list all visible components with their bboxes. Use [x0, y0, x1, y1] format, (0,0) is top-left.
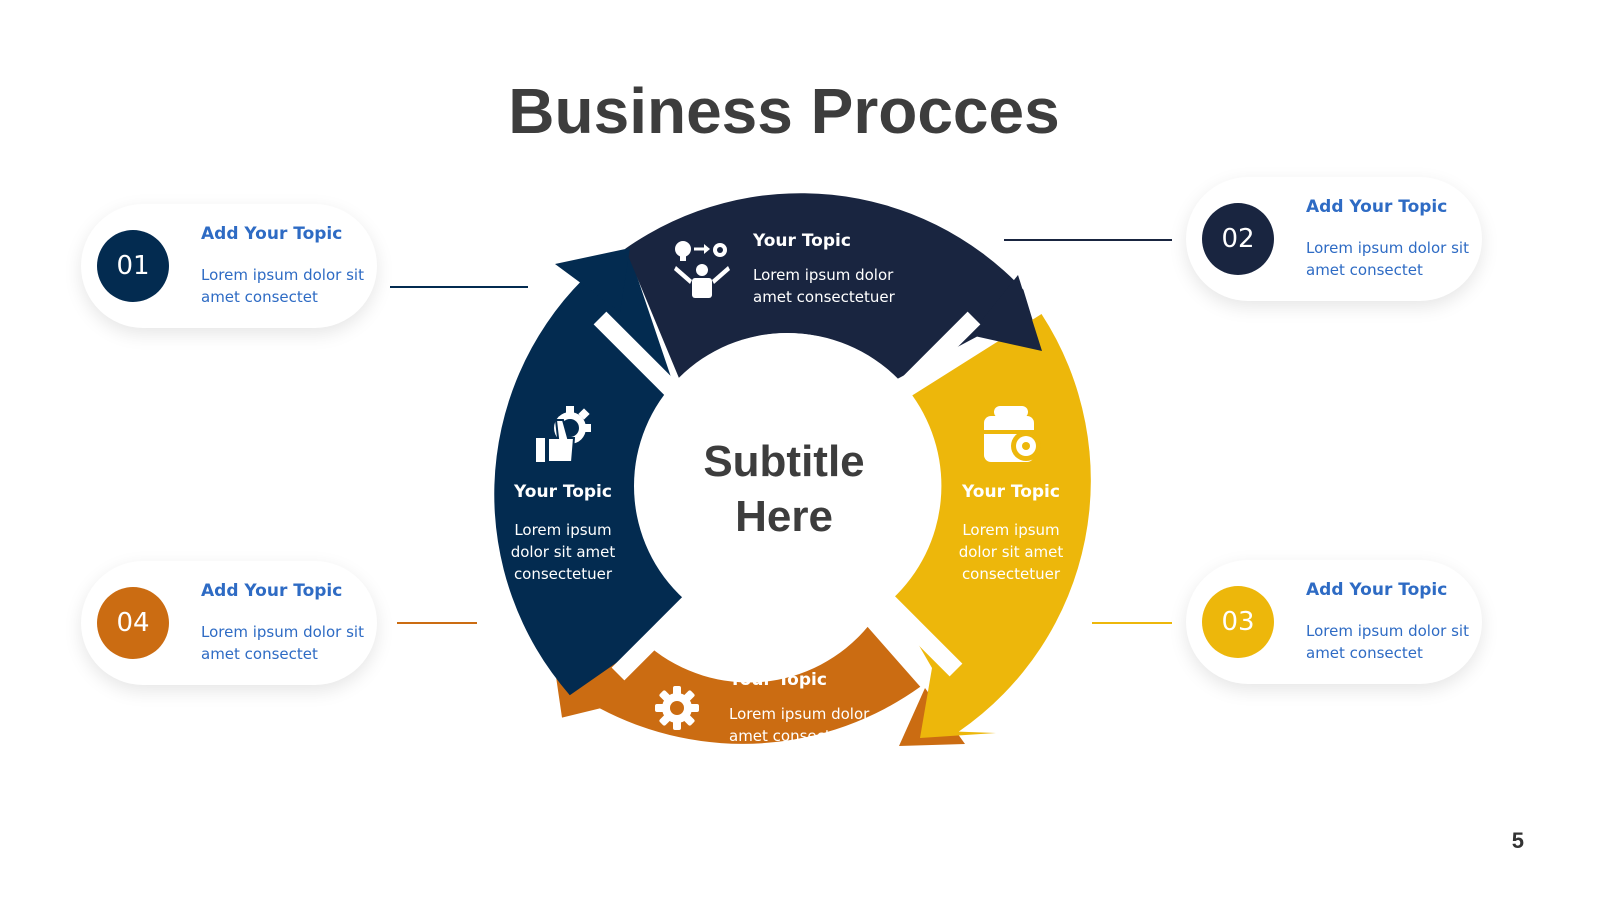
card-title: Add Your Topic: [201, 224, 343, 244]
topic-card-01: 01 Add Your Topic Lorem ipsum dolor sit …: [81, 204, 377, 328]
card-number-badge: 02: [1202, 203, 1274, 275]
segment-bottom-line1: Lorem ipsum dolor: [729, 705, 870, 723]
center-subtitle-line2: Here: [735, 492, 833, 541]
topic-card-03: 03 Add Your Topic Lorem ipsum dolor sit …: [1186, 560, 1482, 684]
page-title: Business Procces: [508, 75, 1060, 147]
card-text: Lorem ipsum dolor sit amet consectet: [1306, 622, 1469, 662]
segment-right-title: Your Topic: [961, 482, 1060, 502]
segment-right-line2: dolor sit amet: [959, 543, 1064, 561]
connector-03: [1092, 622, 1172, 624]
segment-top: [625, 193, 1042, 379]
connector-02: [1004, 239, 1172, 241]
card-title: Add Your Topic: [1306, 580, 1448, 600]
briefcase-gear-icon: [984, 406, 1041, 462]
segment-left-title: Your Topic: [513, 482, 612, 502]
topic-card-04: 04 Add Your Topic Lorem ipsum dolor sit …: [81, 561, 377, 685]
card-title: Add Your Topic: [201, 581, 343, 601]
card-number-badge: 04: [97, 587, 169, 659]
segment-top-line1: Lorem ipsum dolor: [753, 266, 894, 284]
card-title: Add Your Topic: [1306, 197, 1448, 217]
segment-right: [892, 314, 1091, 738]
card-text: Lorem ipsum dolor sit amet consectet: [201, 266, 364, 306]
segment-right-line3: consectetuer: [962, 565, 1061, 583]
segment-left-line1: Lorem ipsum: [514, 521, 611, 539]
segment-left-line2: dolor sit amet: [511, 543, 616, 561]
topic-card-02: 02 Add Your Topic Lorem ipsum dolor sit …: [1186, 177, 1482, 301]
card-number-badge: 01: [97, 230, 169, 302]
idea-process-icon: [674, 241, 730, 298]
page-number: 5: [1511, 828, 1524, 853]
segment-right-line1: Lorem ipsum: [962, 521, 1059, 539]
segment-bottom-title: Your Topic: [728, 670, 827, 690]
thumbs-up-gear-icon: [536, 406, 591, 463]
segment-left-line3: consectetuer: [514, 565, 613, 583]
card-text: Lorem ipsum dolor sit amet consectet: [201, 623, 364, 663]
segment-bottom-line2: amet consectetuer: [729, 727, 872, 745]
connector-01: [390, 286, 528, 288]
card-number-badge: 03: [1202, 586, 1274, 658]
segment-top-line2: amet consectetuer: [753, 288, 896, 306]
center-subtitle-line1: Subtitle: [703, 437, 864, 486]
gear-icon: [655, 686, 699, 730]
connector-04: [397, 622, 477, 624]
segment-top-title: Your Topic: [752, 231, 851, 251]
center-circle: [634, 333, 940, 639]
card-text: Lorem ipsum dolor sit amet consectet: [1306, 239, 1469, 279]
